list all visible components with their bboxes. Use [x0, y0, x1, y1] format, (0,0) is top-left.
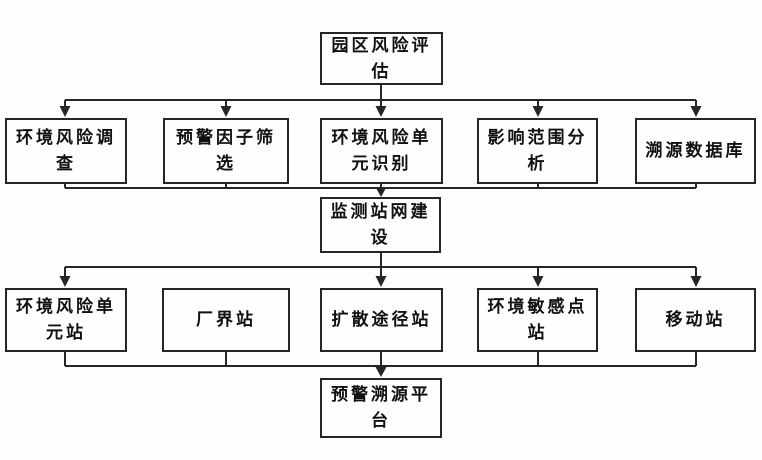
node-env-risk-survey: 环境风险调查 [5, 118, 127, 184]
connector-row2-to-mid [64, 184, 697, 197]
node-label: 移动站 [665, 310, 726, 329]
node-monitoring-station-network: 监测站网建设 [320, 197, 441, 253]
node-label: 预警因子筛选 [176, 128, 276, 173]
node-env-risk-unit-identification: 环境风险单元识别 [320, 118, 443, 184]
node-label: 影响范围分析 [487, 128, 588, 173]
node-env-sensitive-point-station: 环境敏感点站 [477, 288, 598, 352]
node-impact-scope-analysis: 影响范围分析 [477, 118, 598, 184]
node-label: 溯源数据库 [645, 141, 746, 160]
arrowhead-mid [375, 187, 387, 197]
node-factory-boundary-station: 厂界站 [162, 288, 290, 352]
node-label: 园区风险评估 [331, 35, 432, 81]
arrowheads-row4 [59, 276, 702, 287]
node-warning-traceability-platform: 预警溯源平台 [320, 378, 442, 438]
arrowheads-row2 [59, 106, 702, 117]
node-env-risk-unit-station: 环境风险单元站 [5, 288, 127, 352]
node-label: 厂界站 [196, 310, 256, 329]
node-traceability-database: 溯源数据库 [635, 118, 756, 184]
connector-mid-to-row4 [59, 253, 702, 287]
node-park-risk-assessment: 园区风险评估 [320, 32, 443, 85]
node-label: 预警溯源平台 [331, 385, 431, 430]
node-label: 监测站网建设 [330, 202, 431, 247]
arrowhead-bottom [375, 367, 387, 377]
node-label: 环境风险单元识别 [331, 128, 432, 173]
node-label: 环境风险调查 [16, 128, 116, 173]
node-warning-factor-screening: 预警因子筛选 [163, 118, 289, 184]
connector-top-to-row2 [59, 85, 702, 117]
node-mobile-station: 移动站 [635, 288, 756, 352]
node-label: 环境敏感点站 [487, 297, 588, 342]
node-diffusion-path-station: 扩散途径站 [320, 288, 443, 352]
connector-row4-to-bottom [64, 352, 697, 377]
node-label: 环境风险单元站 [16, 297, 116, 342]
node-label: 扩散途径站 [331, 310, 432, 329]
